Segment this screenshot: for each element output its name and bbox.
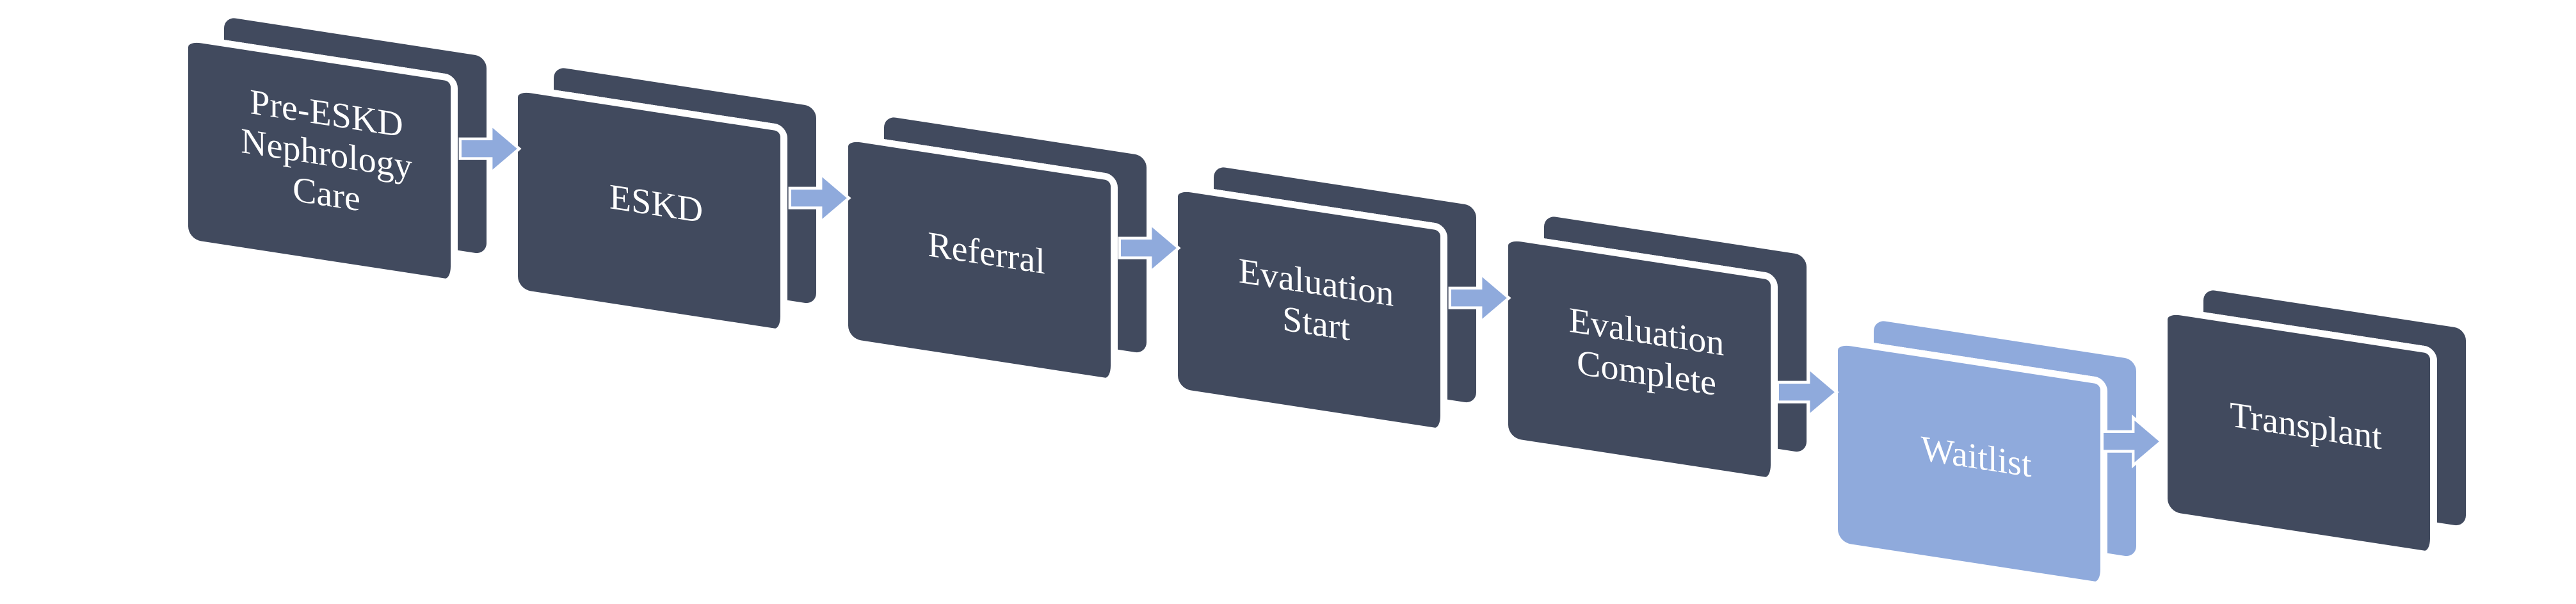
step-transplant: Transplant	[2168, 288, 2466, 573]
step-label: Evaluation Start	[1238, 251, 1394, 348]
step-waitlist: Waitlist	[1838, 319, 2136, 604]
arrow-right-icon	[788, 171, 851, 225]
arrow-right-icon	[458, 122, 522, 176]
step-evaluation-complete: Evaluation Complete	[1508, 215, 1807, 500]
step-label: Waitlist	[1920, 429, 2032, 486]
step-label: ESKD	[609, 177, 704, 231]
arrow-right-icon	[1448, 271, 1511, 325]
step-label: Transplant	[2230, 395, 2382, 458]
step-label: Evaluation Complete	[1568, 300, 1725, 404]
step-evaluation-start: Evaluation Start	[1178, 165, 1476, 450]
arrow-right-icon	[1118, 221, 1181, 275]
step-pre-eskd: Pre-ESKD Nephrology Care	[188, 16, 487, 301]
arrow-right-icon	[2100, 414, 2164, 469]
step-label: Pre-ESKD Nephrology Care	[241, 81, 412, 220]
step-label: Referral	[928, 224, 1045, 282]
step-referral: Referral	[848, 115, 1147, 400]
step-eskd: ESKD	[518, 66, 816, 351]
arrow-right-icon	[1776, 365, 1839, 420]
pathway-diagram: Pre-ESKD Nephrology Care ESKD Referral E…	[188, 16, 2466, 584]
